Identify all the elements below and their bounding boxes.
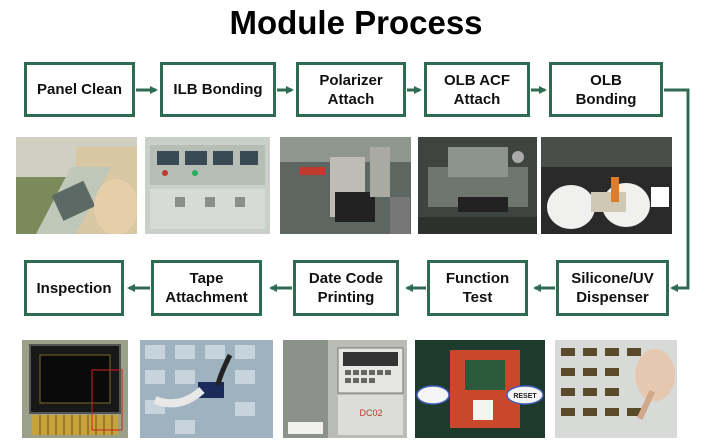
- reset-label: RESET: [513, 393, 537, 400]
- photo-panel-clean: [16, 137, 137, 234]
- step-ilb-bonding: ILB Bonding: [160, 62, 276, 117]
- step-inspection: Inspection: [24, 260, 124, 316]
- step-olb-acf-attach: OLB ACF Attach: [424, 62, 530, 117]
- step-polarizer-attach: Polarizer Attach: [296, 62, 406, 117]
- photo-date-code-printing: DC02: [283, 340, 407, 438]
- step-date-code-printing: Date Code Printing: [293, 260, 399, 316]
- photo-olb-acf-attach: [418, 137, 537, 234]
- photo-function-test: RESET: [415, 340, 545, 438]
- photo-ilb-bonding: [145, 137, 270, 234]
- photo-tape-attachment: [140, 340, 273, 438]
- step-tape-attachment: Tape Attachment: [151, 260, 262, 316]
- photo-inspection: [22, 340, 128, 438]
- arrow-5-6: [664, 88, 690, 292]
- page-title: Module Process: [229, 4, 483, 41]
- printer-model-label: DC02: [359, 408, 382, 418]
- step-olb-bonding: OLB Bonding: [549, 62, 663, 117]
- step-function-test: Function Test: [427, 260, 528, 316]
- step-silicone-uv-dispenser: Silicone/UV Dispenser: [556, 260, 669, 316]
- photo-olb-bonding: [541, 137, 672, 234]
- step-panel-clean: Panel Clean: [24, 62, 135, 117]
- photo-silicone-uv-dispenser: [555, 340, 677, 438]
- photo-polarizer-attach: [280, 137, 411, 234]
